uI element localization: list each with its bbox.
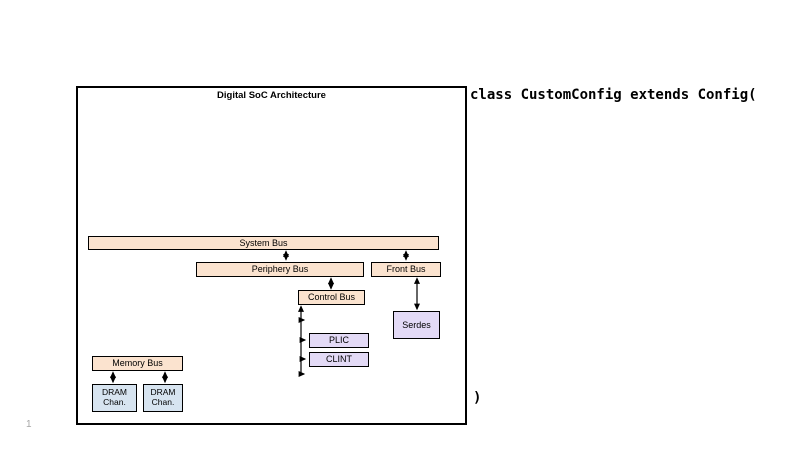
node-control-bus: Control Bus (298, 290, 365, 305)
node-front-bus: Front Bus (371, 262, 441, 277)
node-clint: CLINT (309, 352, 369, 367)
diagram-frame (76, 86, 467, 425)
code-header: class CustomConfig extends Config( (470, 87, 757, 103)
node-serdes: Serdes (393, 311, 440, 339)
node-memory-bus: Memory Bus (92, 356, 183, 371)
page-number: 1 (26, 419, 32, 430)
node-system-bus: System Bus (88, 236, 439, 250)
code-footer: ) (473, 390, 482, 406)
node-periphery-bus: Periphery Bus (196, 262, 364, 277)
diagram-title: Digital SoC Architecture (217, 90, 326, 101)
node-dram-chan-1: DRAM Chan. (143, 384, 183, 412)
node-dram-chan-0: DRAM Chan. (92, 384, 137, 412)
node-plic: PLIC (309, 333, 369, 348)
